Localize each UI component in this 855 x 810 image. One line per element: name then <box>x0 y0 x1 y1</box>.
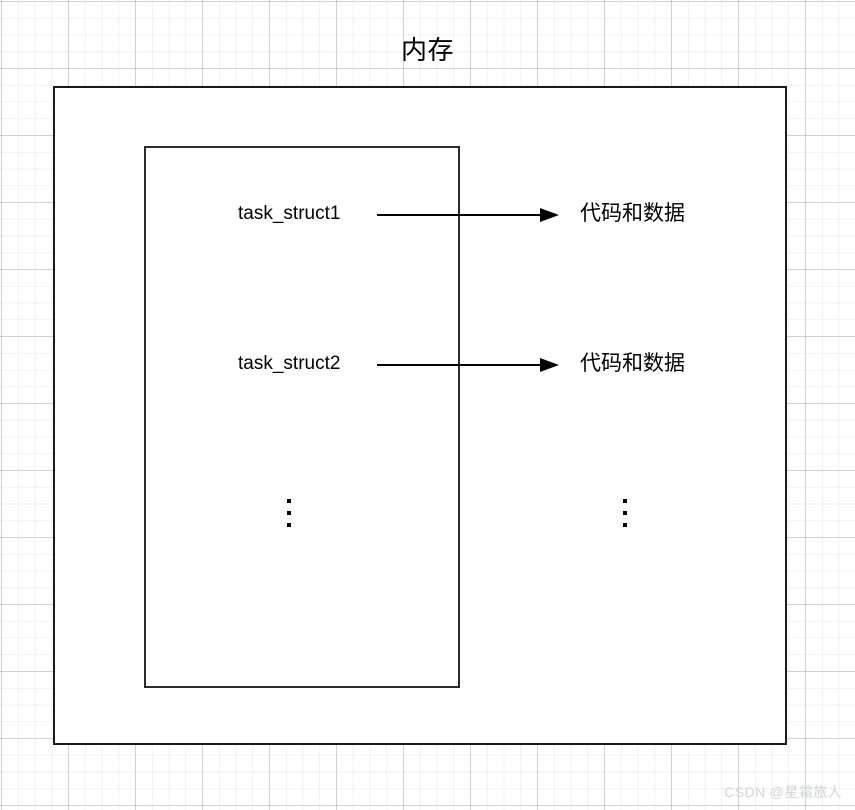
arrow-head <box>540 358 559 372</box>
ellipsis-dot <box>623 499 627 503</box>
page-title: 内存 <box>400 35 454 65</box>
task-struct-label: task_struct2 <box>238 353 341 374</box>
target-label: 代码和数据 <box>580 352 685 375</box>
arrow-line <box>377 214 545 216</box>
ellipsis-dot <box>623 523 627 527</box>
task-struct-label: task_struct1 <box>238 203 341 224</box>
vertical-ellipsis-icon <box>623 499 628 528</box>
ellipsis-dot <box>287 511 291 515</box>
ellipsis-dot <box>623 511 627 515</box>
arrow-head <box>540 208 559 222</box>
ellipsis-dot <box>287 523 291 527</box>
watermark: CSDN @星霜旅人 <box>724 784 842 800</box>
memory-outer-box <box>53 86 787 745</box>
target-label: 代码和数据 <box>580 202 685 225</box>
task-struct-inner-box <box>144 146 460 688</box>
ellipsis-dot <box>287 499 291 503</box>
arrow-right-icon <box>377 207 561 223</box>
arrow-right-icon <box>377 357 561 373</box>
arrow-line <box>377 364 545 366</box>
vertical-ellipsis-icon <box>287 499 292 528</box>
